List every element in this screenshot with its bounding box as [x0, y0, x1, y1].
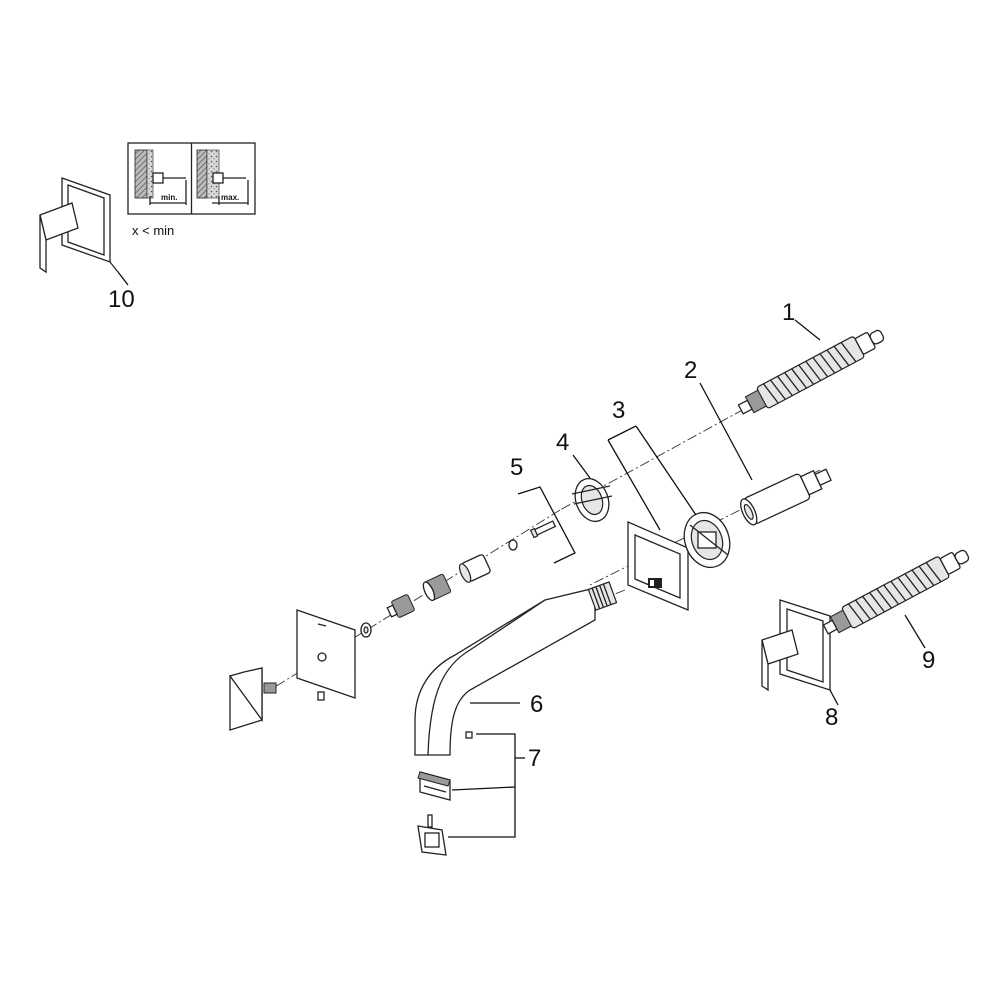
- label-3: 3: [612, 397, 625, 424]
- left-handle-rosette: [296, 609, 356, 701]
- max-label: max.: [221, 193, 239, 202]
- inner-fittings: [360, 554, 491, 638]
- label-4: 4: [556, 429, 569, 456]
- part-6-spout: [414, 581, 618, 756]
- part-1-spindle: [737, 319, 885, 415]
- label-8: 8: [825, 704, 838, 731]
- part-2-extension: [699, 382, 832, 526]
- part-3-ring: [683, 511, 731, 569]
- assembly-axes: [269, 339, 961, 691]
- part-5-screw: [508, 486, 576, 564]
- min-depth-panel: min.: [134, 149, 187, 205]
- aerator-insert: [417, 771, 451, 801]
- max-depth-panel: max.: [196, 149, 249, 205]
- inset-caption: x < min: [132, 223, 174, 238]
- part-4-flange: [571, 454, 613, 523]
- label-9: 9: [922, 647, 935, 674]
- label-7: 7: [528, 745, 541, 772]
- part-9-spindle: [822, 549, 970, 649]
- label-1: 1: [782, 299, 795, 326]
- aerator-key: [417, 814, 447, 856]
- part-3-leader: [607, 425, 697, 531]
- label-6: 6: [530, 691, 543, 718]
- label-2: 2: [684, 357, 697, 384]
- label-5: 5: [510, 454, 523, 481]
- part-3-cover-plate: [627, 521, 689, 611]
- installation-depth-inset: min. max. x < min: [127, 142, 256, 238]
- part-7-aerator-set: [417, 731, 525, 856]
- label-10: 10: [108, 286, 135, 313]
- left-handle-lever: [228, 667, 277, 731]
- part-8-rosette: [761, 599, 839, 706]
- min-label: min.: [161, 193, 177, 202]
- part-10-rosette: [39, 177, 129, 286]
